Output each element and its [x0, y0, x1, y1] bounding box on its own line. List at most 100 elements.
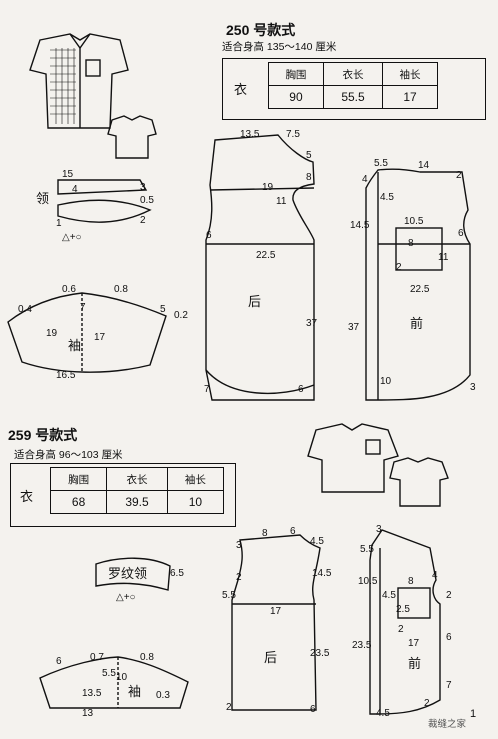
dim-label: 6 [458, 228, 464, 239]
dim-label: 10.5 [358, 576, 378, 587]
value-length: 39.5 [106, 490, 168, 514]
dim-label: 3 [236, 540, 242, 551]
front-label-250: 前 [410, 316, 423, 331]
dim-label: 6 [446, 632, 452, 643]
dim-label: 6 [310, 704, 316, 715]
dim-label: 0.4 [18, 304, 32, 315]
style-250-subtitle: 适合身高 135～140 厘米 [222, 41, 337, 53]
front-bodice-259 [369, 529, 441, 715]
dim-label: 10 [116, 672, 128, 683]
header-bust: 胸围 [268, 62, 324, 86]
dim-label: 7 [204, 384, 210, 395]
dim-label: 1 [56, 218, 62, 229]
dim-label: 7 [446, 680, 452, 691]
dim-label: 4.5 [376, 708, 390, 719]
sleeve-label-259: 袖 [128, 684, 141, 699]
dim-label: 14.5 [350, 220, 370, 231]
dim-label: 3 [140, 182, 146, 193]
dim-label: 4.5 [380, 192, 394, 203]
dim-label: 2 [456, 170, 462, 181]
dim-label: 6 [298, 384, 304, 395]
collar-259 [95, 557, 171, 591]
dim-label: 19 [262, 182, 274, 193]
page-number: 1 [470, 708, 477, 720]
dim-label: 2 [424, 698, 430, 709]
front-label-259: 前 [408, 656, 421, 671]
value-length: 55.5 [322, 85, 384, 109]
dim-label: 16.5 [56, 370, 76, 381]
dim-label: 5 [306, 150, 312, 161]
value-sleeve: 17 [382, 85, 438, 109]
collar-symbol-250: △+○ [62, 232, 82, 243]
dim-label: 4 [362, 174, 368, 185]
dims-250: 13.5 7.5 5 15 4 3 0.5 1 2 19 11 8 6 22.5… [18, 129, 476, 395]
shirt-illustration-259 [307, 423, 399, 493]
dim-label: 22.5 [256, 250, 276, 261]
dim-label: 5 [160, 304, 166, 315]
style-250-garment-label: 衣 [234, 82, 248, 97]
dim-label: 4.5 [310, 536, 324, 547]
dim-label: 22.5 [410, 284, 430, 295]
collar-250 [57, 179, 152, 223]
dim-label: 10 [380, 376, 392, 387]
front-bodice-250 [365, 168, 471, 401]
collar-symbol-259: △+○ [116, 592, 136, 603]
dim-label: 13.5 [240, 129, 260, 140]
watermark: 裁缝之家 [428, 719, 467, 730]
header-length: 衣长 [106, 467, 168, 491]
dim-label: 11 [438, 252, 449, 263]
style-259-table-frame [10, 463, 236, 527]
dim-label: 11 [276, 196, 287, 207]
sleeve-250 [7, 292, 167, 373]
dim-label: 0.7 [90, 652, 104, 663]
sleeve-259 [39, 656, 189, 709]
style-250-spec-table: 胸围 衣长 袖长 90 55.5 17 [268, 62, 438, 109]
back-bodice-250 [205, 134, 315, 401]
dim-label: 2 [396, 262, 402, 273]
dim-label: 37 [348, 322, 360, 333]
value-bust: 68 [49, 490, 108, 514]
dim-label: 17 [270, 606, 282, 617]
dim-label: 3 [376, 524, 382, 535]
back-label-259: 后 [264, 650, 277, 665]
dim-label: 13 [82, 708, 94, 719]
dim-label: 23.5 [352, 640, 372, 651]
style-259-subtitle: 适合身高 96～103 厘米 [14, 449, 123, 461]
style-259-garment-label: 衣 [20, 489, 34, 504]
dim-label: 4 [432, 570, 438, 581]
dim-label: 4.5 [382, 590, 396, 601]
dim-label: 0.3 [156, 690, 170, 701]
dim-label: 10.5 [404, 216, 424, 227]
dim-label: 6 [290, 526, 296, 537]
dim-label: 7.5 [286, 129, 300, 140]
dim-label: 8 [262, 528, 268, 539]
dim-label: 23.5 [310, 648, 330, 659]
dim-label: 19 [46, 328, 58, 339]
style-250-title: 250 号款式 [226, 22, 296, 38]
dim-label: 5.5 [374, 158, 388, 169]
dim-label: 2 [398, 624, 404, 635]
dim-label: 8 [408, 238, 414, 249]
dim-label: 2 [140, 215, 146, 226]
sleeve-label-250: 袖 [68, 338, 81, 353]
dim-label: 6.5 [170, 568, 184, 579]
collar-label-259: 罗纹领 [108, 566, 147, 581]
dim-label: 5.5 [360, 544, 374, 555]
dim-label: 8 [408, 576, 414, 587]
back-label-250: 后 [248, 294, 261, 309]
dim-label: 17 [408, 638, 420, 649]
dims-259: 8 6 4.5 3 2 14.5 5.5 17 23.5 2 6 6 0.7 0… [56, 524, 452, 719]
dim-label: 0.5 [140, 195, 154, 206]
shirt-illustration-250 [29, 33, 129, 129]
dim-label: 37 [306, 318, 318, 329]
style-259-title: 259 号款式 [8, 427, 78, 443]
dim-label: 0.8 [114, 284, 128, 295]
style-259-spec-table: 胸围 衣长 袖长 68 39.5 10 [49, 467, 225, 514]
dim-label: 7 [80, 302, 86, 313]
collar-label-250: 领 [36, 191, 49, 206]
dim-label: 8 [306, 172, 312, 183]
small-shirt-illustration-250 [107, 115, 157, 159]
dim-label: 2 [446, 590, 452, 601]
dim-label: 14 [418, 160, 430, 171]
header-sleeve: 袖长 [382, 62, 438, 86]
